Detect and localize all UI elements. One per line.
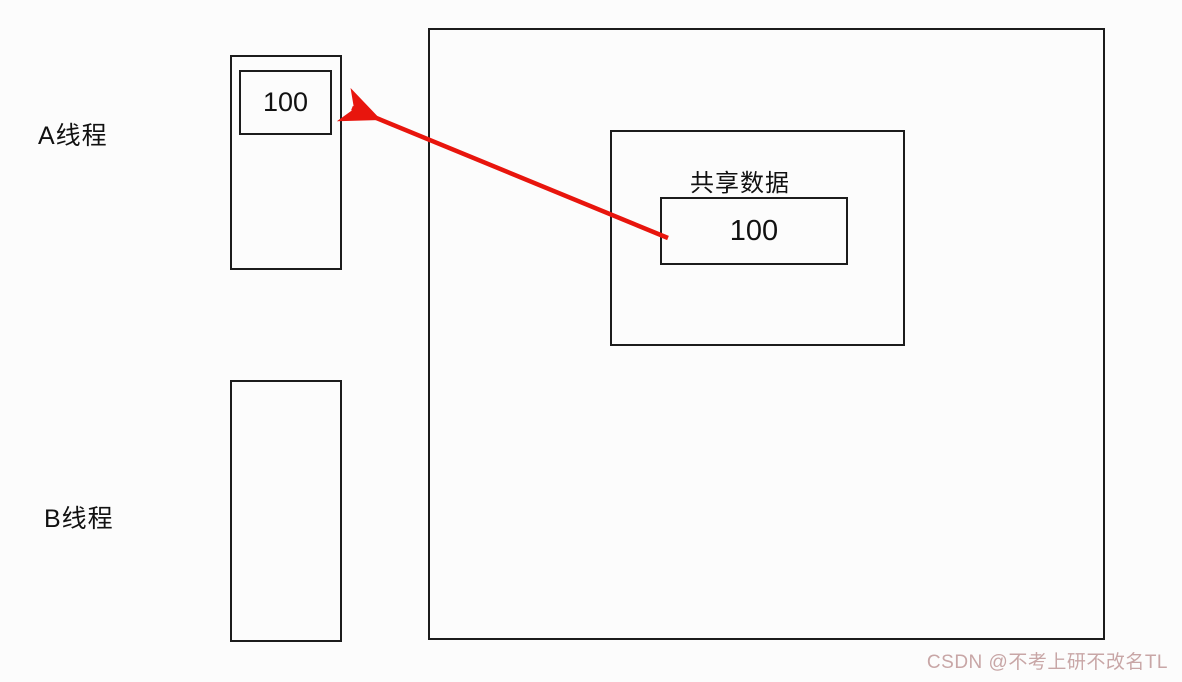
shared-data-value-cell: 100 (660, 197, 848, 265)
thread-a-value-cell: 100 (239, 70, 332, 135)
thread-b-working-memory-box (230, 380, 342, 642)
thread-a-working-memory-box (230, 55, 342, 270)
thread-a-value: 100 (262, 87, 309, 117)
thread-b-label: B线程 (44, 505, 114, 533)
watermark-text: CSDN @不考上研不改名TL (926, 652, 1168, 673)
thread-a-label: A线程 (38, 122, 108, 150)
main-memory-box (428, 28, 1105, 640)
shared-data-value: 100 (729, 214, 779, 247)
shared-data-label: 共享数据 (690, 170, 790, 197)
